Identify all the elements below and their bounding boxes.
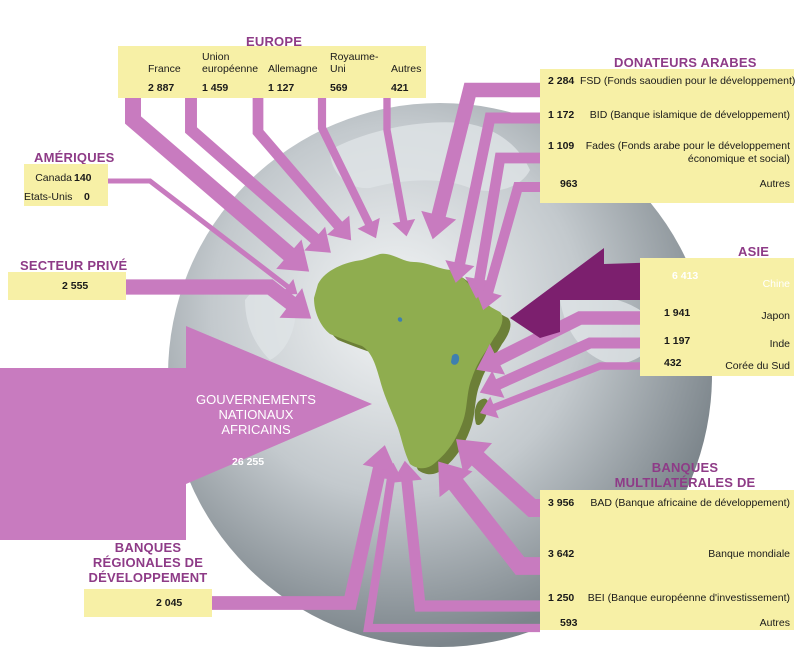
banques-regionales-box [84, 589, 212, 617]
flow-secteur-prive [126, 279, 305, 317]
donateurs-arabes-title: DONATEURS ARABES [614, 55, 757, 70]
europe-box [118, 46, 426, 98]
asie-label-japon: Japon [761, 310, 790, 322]
europe-label-ru: Royaume-Uni [330, 51, 379, 75]
flow-japon-head [476, 343, 506, 375]
flow-bad [461, 443, 540, 517]
multi-value-bm: 3 642 [548, 548, 575, 560]
flow-bid-head [445, 260, 475, 283]
flow-japon [484, 311, 640, 371]
flow-arrows [0, 60, 794, 633]
arabes-label-fades: Fades (Fonds arabe pour le développement [585, 140, 790, 152]
europe-value-ru: 569 [330, 82, 348, 94]
flow-autres-multi-head [378, 462, 404, 482]
flow-banques-regionales-head [362, 445, 397, 473]
asie-value-coree: 432 [664, 357, 682, 369]
europe-value-allemagne: 1 127 [268, 82, 295, 94]
europe-label-allemagne: Allemagne [268, 63, 318, 75]
banques-regionales-title: BANQUES RÉGIONALES DE DÉVELOPPEMENT [88, 540, 208, 585]
flow-inde-head [479, 370, 505, 398]
flow-secteur-prive-head [279, 288, 312, 319]
flow-bad-head [456, 439, 493, 475]
asie-value-inde: 1 197 [664, 335, 691, 347]
asie-box [640, 258, 794, 376]
flow-coree [486, 362, 640, 414]
europe-title: EUROPE [246, 34, 303, 49]
flow-canada [108, 178, 294, 293]
flow-bei [400, 471, 540, 612]
flow-inde [487, 337, 640, 394]
secteur-prive-value: 2 555 [62, 280, 89, 292]
flow-autres-arabes [481, 181, 540, 302]
secteur-prive-box [8, 272, 126, 300]
asie-label-coree: Corée du Sud [725, 360, 790, 372]
banques-regionales-value: 2 045 [156, 597, 183, 609]
ameriques-value-usa: 0 [84, 191, 90, 203]
flow-bid [452, 112, 540, 274]
gouvernements-title: GOUVERNEMENTS NATIONAUX AFRICAINS [196, 392, 316, 437]
europe-label-autres: Autres [391, 63, 422, 75]
flow-allemagne-head [327, 215, 352, 241]
flow-banque-mondiale [441, 468, 540, 575]
multi-label-autres: Autres [759, 617, 790, 629]
flow-banque-mondiale-head [438, 461, 473, 498]
arabes-value-bid: 1 172 [548, 109, 575, 121]
multi-value-bad: 3 956 [548, 497, 575, 509]
ameriques-value-canada: 140 [74, 172, 92, 184]
arabes-value-autres: 963 [560, 178, 578, 190]
asie-title: ASIE [738, 244, 770, 259]
ameriques-label-usa: Etats-Unis [24, 191, 73, 203]
donateurs-arabes-box [540, 69, 794, 203]
europe-value-france: 2 887 [148, 82, 175, 94]
banques-multi-box [540, 490, 794, 630]
flow-coree-head [480, 396, 499, 419]
arabes-value-fades: 1 109 [548, 140, 575, 152]
ameriques-label-canada: Canada [35, 172, 72, 184]
flow-fades [472, 152, 540, 289]
arabes-value-fsd: 2 284 [548, 75, 575, 87]
flow-ue-head [304, 226, 331, 253]
multi-label-bei: BEI (Banque européenne d'investissement) [587, 592, 790, 604]
multi-label-bad: BAD (Banque africaine de développement) [590, 497, 790, 509]
europe-value-autres: 421 [391, 82, 409, 94]
asie-label-inde: Inde [769, 338, 790, 350]
flow-gouvernements [0, 326, 372, 540]
multi-value-autres: 593 [560, 617, 578, 629]
arabes-label-bid: BID (Banque islamique de développement) [589, 109, 790, 121]
ameriques-box [24, 164, 108, 206]
flow-france-head [276, 239, 310, 272]
asie-value-japon: 1 941 [664, 307, 691, 319]
flow-autres-europe-head [392, 219, 416, 237]
africa-continent [314, 253, 511, 475]
arabes-label-fades-2: économique et social) [687, 153, 790, 165]
arabes-label-fsd: FSD (Fonds saoudien pour le développemen… [580, 75, 796, 87]
ameriques-title: AMÉRIQUES [34, 150, 115, 165]
gouvernements-value: 26 255 [232, 456, 265, 468]
multi-value-bei: 1 250 [548, 592, 575, 604]
flow-autres-multi [363, 471, 540, 633]
europe-label-ue: Union européenne [202, 51, 259, 75]
flow-fsd-head [421, 210, 457, 240]
europe-value-ue: 1 459 [202, 82, 229, 94]
asie-label-chine: Chine [762, 278, 790, 290]
multi-label-bm: Banque mondiale [708, 548, 790, 560]
flow-autres-arabes-head [474, 287, 502, 311]
flow-fsd [429, 82, 540, 228]
secteur-prive-title: SECTEUR PRIVÉ [20, 258, 128, 273]
asie-value-chine: 6 413 [672, 270, 699, 282]
europe-label-france: France [148, 63, 181, 75]
flow-banques-regionales [212, 456, 389, 610]
arabes-label-autres: Autres [759, 178, 790, 190]
flow-royaume-uni-head [357, 217, 380, 239]
